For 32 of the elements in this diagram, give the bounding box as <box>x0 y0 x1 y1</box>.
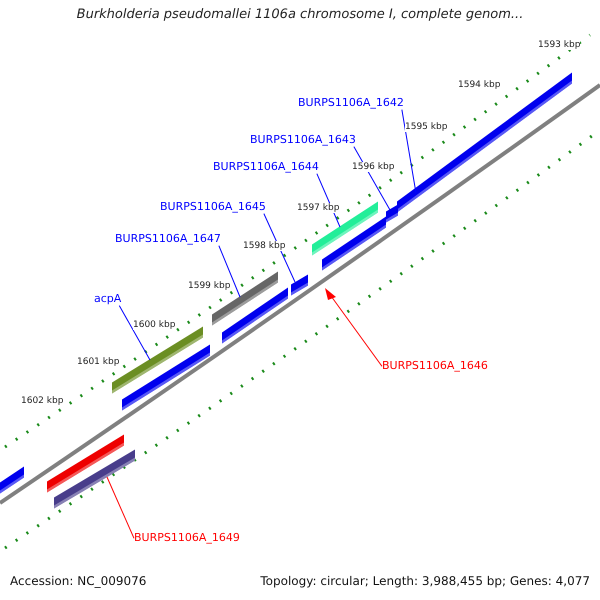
footer-text: Topology: circular; Length: 3,988,455 bp; Genes: 4,077 <box>260 575 590 589</box>
tick-label: 1594 kbp <box>458 80 500 90</box>
tick-label: 1597 kbp <box>297 203 340 214</box>
gene-label: BURPS1106A_1649 <box>134 532 240 545</box>
gene-bar <box>54 450 135 508</box>
tick-label: 1599 kbp <box>188 281 230 292</box>
gene-label: BURPS1106A_1643 <box>250 134 356 147</box>
tick-label: 1595 kbp <box>405 122 448 132</box>
title: Burkholderia pseudomallei 1106a chromosome I, complete genom... <box>76 8 524 23</box>
gene-label: BURPS1106A_1645 <box>160 201 266 214</box>
footer-text: Accession: NC_009076 <box>10 575 146 589</box>
leader-line <box>353 146 390 210</box>
tick-label: 1601 kbp <box>77 357 120 368</box>
leader-line <box>263 213 296 282</box>
leader-line <box>330 296 382 367</box>
tick-label: 1593 kbp <box>538 40 580 50</box>
gene-label: BURPS1106A_1642 <box>298 97 404 110</box>
gene-label: acpA <box>94 293 122 306</box>
tick-label: 1598 kbp <box>243 241 286 252</box>
gene-label: BURPS1106A_1647 <box>115 233 221 246</box>
tick-label: 1596 kbp <box>352 162 394 172</box>
tick-label: 1602 kbp <box>21 396 64 406</box>
tick-label: 1600 kbp <box>133 320 176 330</box>
leader-line <box>401 109 416 194</box>
gene-label: BURPS1106A_1646 <box>382 360 488 373</box>
gene-label: BURPS1106A_1644 <box>213 161 319 174</box>
gene-bar <box>291 274 308 296</box>
leader-line <box>118 305 150 360</box>
leader-line <box>106 476 134 539</box>
gene-bar <box>386 204 398 222</box>
gene-marker <box>325 288 336 300</box>
leader-line <box>218 245 240 298</box>
